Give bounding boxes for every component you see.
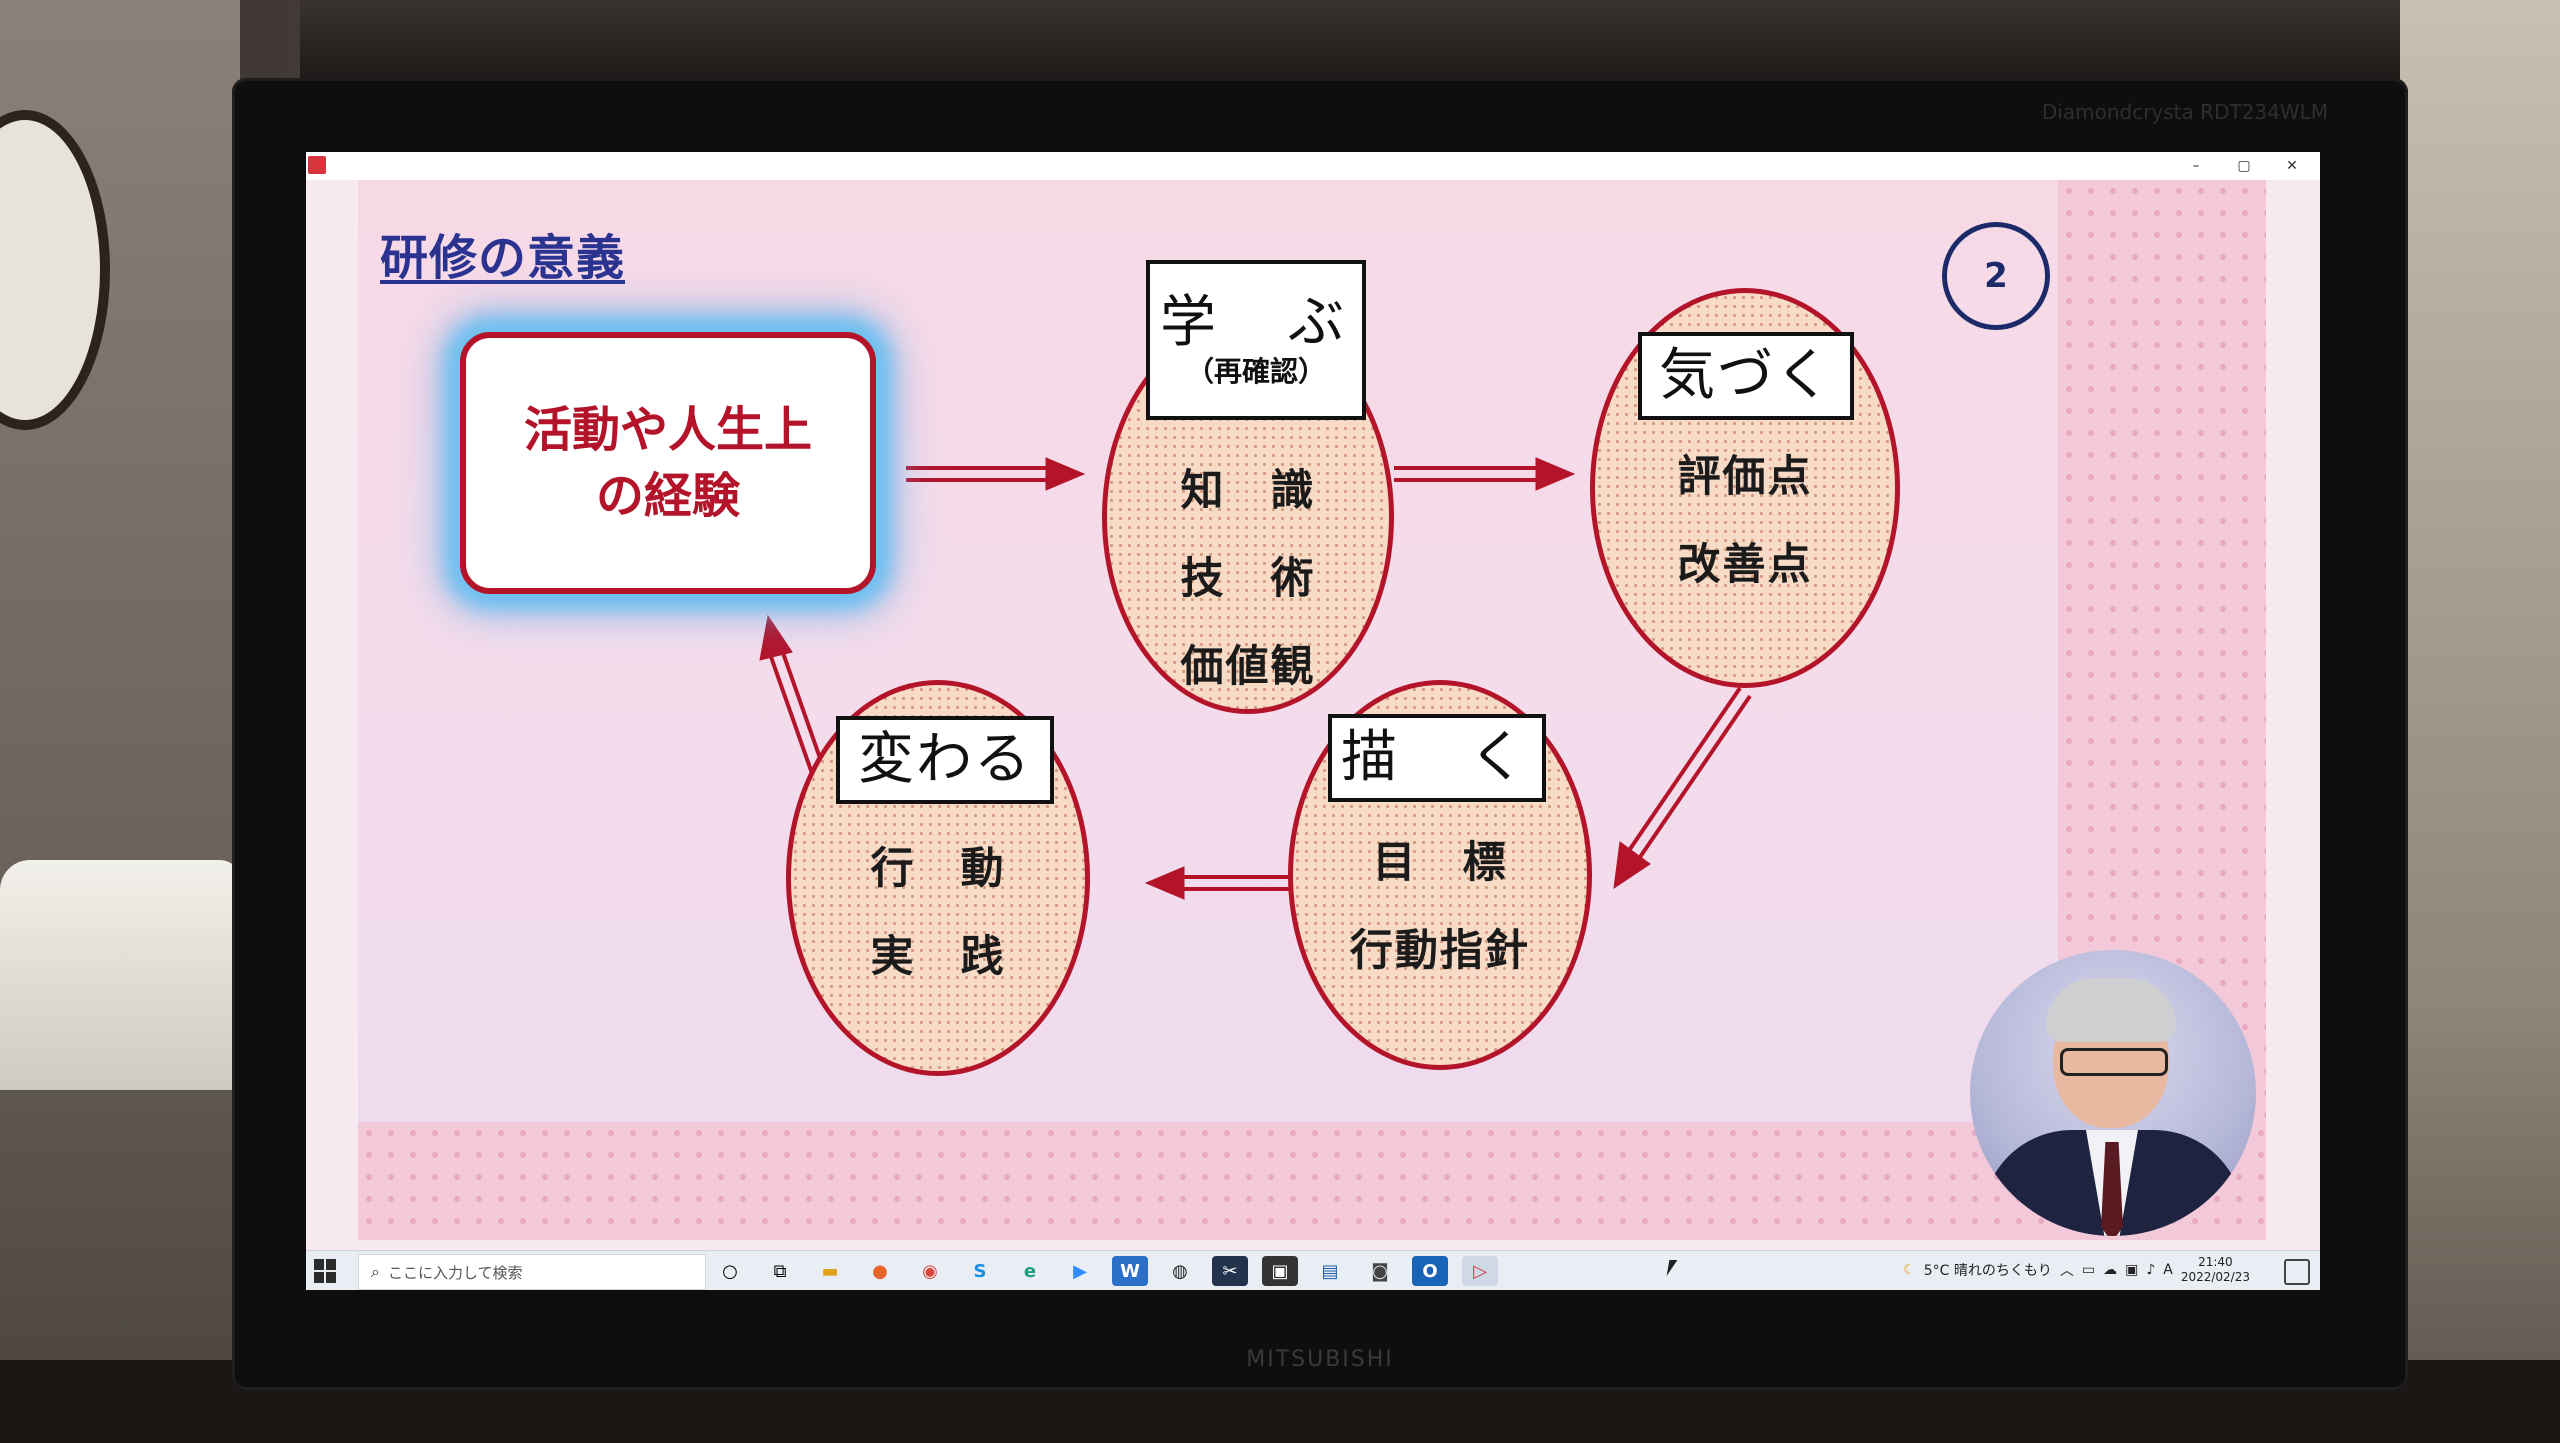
weather-icon[interactable]: ☾ (1903, 1262, 1916, 1278)
experience-box: 活動や人生上 の経験 (460, 332, 876, 594)
cortana-icon[interactable]: ○ (722, 1260, 738, 1282)
maximize-button[interactable]: ▢ (2237, 158, 2251, 174)
search-icon: ⌕ (371, 1262, 380, 1281)
draw-item: 目 標 (1372, 838, 1508, 888)
presenter-hair (2046, 978, 2176, 1042)
display-icon[interactable]: ▣ (2125, 1262, 2139, 1278)
experience-text: 活動や人生上 の経験 (523, 402, 812, 524)
slide-pattern-bottom (358, 1122, 2266, 1240)
windows-start-icon[interactable] (314, 1259, 338, 1283)
taskbar-apps: ○ ⧉ ▬ ● ◉ S e ▶ W ◍ ✂ ▣ ▤ ◙ O ▷ (712, 1256, 1498, 1286)
app-icon[interactable] (308, 156, 326, 174)
presenter-glasses (2060, 1048, 2168, 1076)
window-titlebar: – ▢ ✕ (306, 152, 2320, 180)
notice-item: 評価点 (1677, 452, 1813, 502)
clock-date: 2022/02/23 (2180, 1270, 2250, 1284)
right-wall (2400, 0, 2560, 1443)
zoom-icon[interactable]: ▶ (1073, 1260, 1087, 1282)
change-label-text: 変わる (858, 727, 1032, 792)
taskbar: ⌕ ここに入力して検索 ○ ⧉ ▬ ● ◉ S e ▶ W ◍ ✂ ▣ ▤ ◙ … (306, 1250, 2320, 1290)
learn-label-text: 学 ぶ (1160, 290, 1352, 355)
bookshelf (300, 0, 2400, 80)
folded-cloth (0, 860, 240, 1090)
photos-icon[interactable]: ▤ (1321, 1260, 1339, 1282)
search-placeholder: ここに入力して検索 (387, 1263, 523, 1282)
volume-icon[interactable]: ♪ (2146, 1262, 2156, 1278)
notification-icon[interactable] (2284, 1259, 2310, 1285)
learn-label: 学 ぶ （再確認） (1146, 260, 1366, 420)
onedrive-icon[interactable]: ☁ (2103, 1262, 2118, 1278)
presenter-webcam (1970, 950, 2256, 1236)
draw-label-text: 描 く (1341, 725, 1533, 790)
change-item: 行 動 (870, 844, 1006, 894)
learn-item: 技 術 (1180, 554, 1316, 604)
taskbar-clock[interactable]: 21:40 2022/02/23 (2181, 1255, 2250, 1285)
file-explorer-icon[interactable]: ▬ (821, 1260, 839, 1282)
arrow-learn-to-notice (1394, 457, 1576, 491)
network-icon[interactable]: ▭ (2081, 1262, 2096, 1278)
arrow-notice-to-draw (1613, 686, 1752, 890)
clock-time: 21:40 (2198, 1255, 2233, 1269)
edge-icon[interactable]: e (1023, 1260, 1037, 1282)
monitor-brand: MITSUBISHI (1246, 1347, 1394, 1372)
arrow-experience-to-learn (906, 457, 1086, 491)
change-item: 実 践 (870, 932, 1006, 982)
chevron-up-icon[interactable]: ︿ (2059, 1263, 2074, 1279)
close-button[interactable]: ✕ (2286, 158, 2298, 174)
word-icon[interactable]: W (1112, 1256, 1148, 1286)
weather-text[interactable]: 5°C 晴れのちくもり (1923, 1263, 2052, 1279)
draw-label: 描 く (1328, 714, 1546, 802)
draw-item: 行動指針 (1350, 926, 1530, 976)
firefox-icon[interactable]: ● (872, 1260, 888, 1282)
ime-indicator[interactable]: A (2163, 1262, 2173, 1278)
skype-icon[interactable]: S (973, 1260, 987, 1282)
outlook-icon[interactable]: O (1412, 1256, 1448, 1286)
video-editor-icon[interactable]: ✂ (1212, 1256, 1248, 1286)
monitor-model: Diamondcrysta RDT234WLM (2041, 100, 2328, 124)
change-label: 変わる (836, 716, 1054, 804)
minimize-button[interactable]: – (2192, 158, 2200, 174)
camera-icon[interactable]: ◙ (1371, 1260, 1389, 1282)
screen: – ▢ ✕ 研修の意義 2 (306, 152, 2320, 1290)
slide: 研修の意義 2 (358, 180, 2266, 1240)
system-tray: ☾ 5°C 晴れのちくもり ︿ ▭ ☁ ▣ ♪ A 21:40 2022/02/… (1903, 1255, 2250, 1285)
learn-sublabel: （再確認） (1185, 355, 1326, 388)
notice-item: 改善点 (1677, 540, 1813, 590)
page-number-badge: 2 (1942, 222, 2050, 330)
notice-label-text: 気づく (1659, 343, 1833, 408)
learn-item: 価値観 (1180, 642, 1316, 692)
presentation-icon[interactable]: ▷ (1462, 1256, 1498, 1286)
film-icon[interactable]: ▣ (1262, 1256, 1298, 1286)
task-view-icon[interactable]: ⧉ (773, 1260, 787, 1282)
obs-icon[interactable]: ◍ (1172, 1260, 1188, 1282)
slide-title: 研修の意義 (380, 230, 626, 286)
learn-item: 知 識 (1180, 466, 1316, 516)
presenter-tie (2101, 1142, 2123, 1236)
taskbar-search-box[interactable]: ⌕ ここに入力して検索 (358, 1254, 706, 1290)
notice-label: 気づく (1638, 332, 1854, 420)
chrome-icon[interactable]: ◉ (922, 1260, 938, 1282)
